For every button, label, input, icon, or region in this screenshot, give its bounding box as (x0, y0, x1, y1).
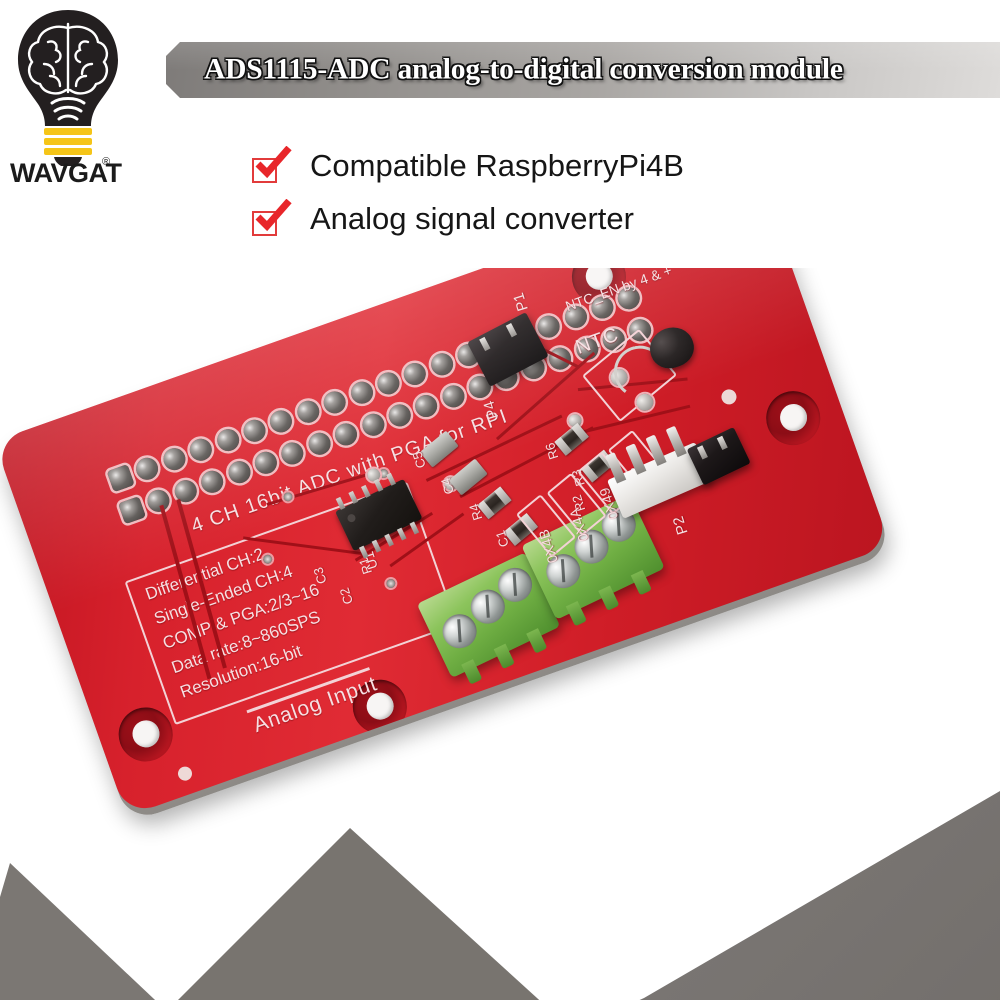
list-item-label: Analog signal converter (310, 201, 634, 236)
mounting-hole (758, 383, 828, 453)
pcb-board: 4 CH 16bit ADC with PGA for RPI Differen… (0, 268, 960, 970)
title-banner: ADS1115-ADC analog-to-digital conversion… (166, 42, 1000, 98)
brand-name: WAVGAT (10, 158, 122, 188)
fiducial-marker (719, 387, 739, 407)
checkbox-checked-icon (255, 199, 292, 232)
brand-logo: WAVGAT ® (4, 6, 132, 196)
silkscreen-ref-p2: P2 (669, 514, 692, 537)
checkbox-checked-icon (255, 146, 292, 179)
page-title: ADS1115-ADC analog-to-digital conversion… (204, 53, 843, 86)
chip-pin1-marker (346, 512, 357, 524)
fiducial-marker (176, 764, 194, 783)
pcb-top-surface: 4 CH 16bit ADC with PGA for RPI Differen… (0, 268, 891, 817)
silkscreen-ref-p1: P1 (510, 290, 532, 314)
registered-mark: ® (102, 156, 111, 168)
list-item-label: Compatible RaspberryPi4B (310, 148, 684, 183)
product-photo: 4 CH 16bit ADC with PGA for RPI Differen… (0, 268, 1000, 1000)
brain-bulb-icon (18, 10, 118, 166)
